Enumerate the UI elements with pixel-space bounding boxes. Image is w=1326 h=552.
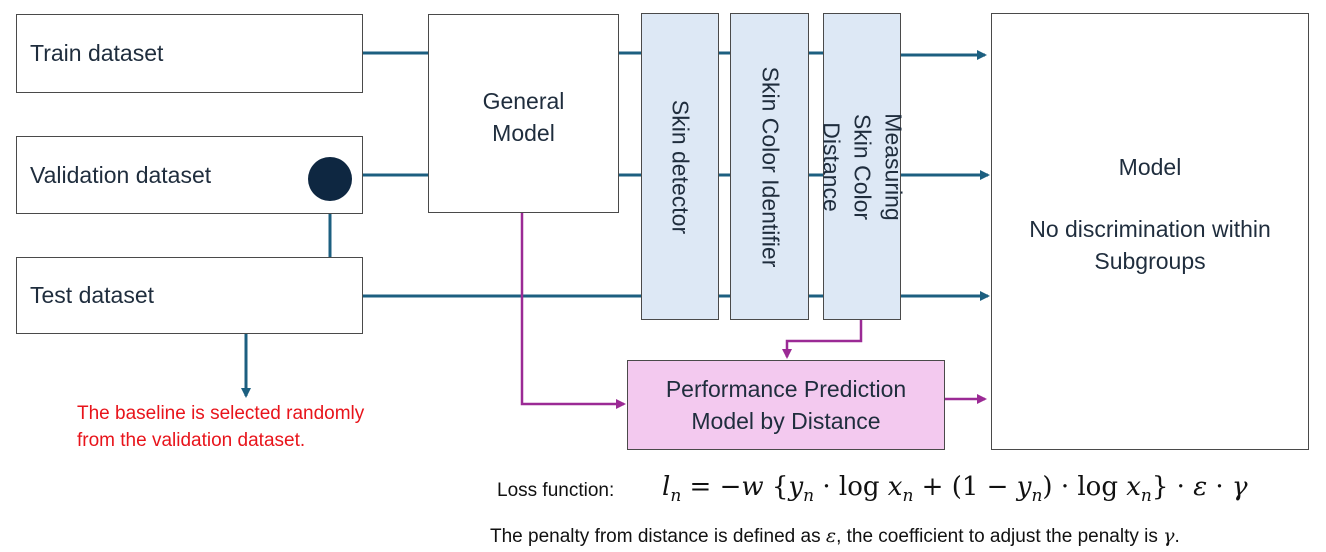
test-dataset-box[interactable]: Test dataset xyxy=(16,257,363,334)
skin-detector-box[interactable]: Skin detector xyxy=(641,13,719,320)
final-model-subtitle: No discrimination within Subgroups xyxy=(1029,216,1271,274)
baseline-sample-dot xyxy=(308,157,352,201)
measuring-distance-label: Measuring Skin Color Distance xyxy=(818,112,907,221)
train-dataset-label: Train dataset xyxy=(30,40,164,66)
performance-prediction-box[interactable]: Performance Prediction Model by Distance xyxy=(627,360,945,450)
penalty-middle: , the coefficient to adjust the penalty … xyxy=(836,526,1164,547)
epsilon-symbol: ε xyxy=(825,525,837,547)
skin-color-identifier-label: Skin Color Identifier xyxy=(757,66,783,267)
final-model-title: Model xyxy=(1118,154,1182,180)
loss-formula: ln = −w {yn · log xn + (1 − yn) · log xn… xyxy=(662,472,1248,507)
measuring-distance-box[interactable]: Measuring Skin Color Distance xyxy=(819,13,907,320)
penalty-end: . xyxy=(1174,526,1180,547)
final-model-box[interactable]: Model No discrimination within Subgroups xyxy=(991,13,1309,450)
baseline-note: The baseline is selected randomly from t… xyxy=(77,403,365,451)
train-dataset-box[interactable]: Train dataset xyxy=(16,14,363,93)
validation-dataset-label: Validation dataset xyxy=(30,161,212,188)
gamma-symbol: γ xyxy=(1163,525,1175,547)
penalty-description: The penalty from distance is defined as … xyxy=(490,525,1180,548)
loss-function-label: Loss function: xyxy=(497,480,615,501)
skin-color-identifier-box[interactable]: Skin Color Identifier xyxy=(730,13,809,320)
general-model-box[interactable]: General Model xyxy=(428,14,619,213)
skin-detector-label: Skin detector xyxy=(667,99,694,234)
validation-dataset-box[interactable]: Validation dataset xyxy=(16,136,363,214)
distance-to-perf-arrow xyxy=(782,319,863,359)
test-dataset-label: Test dataset xyxy=(30,282,155,308)
general-to-perf-arrow xyxy=(520,212,626,409)
penalty-prefix: The penalty from distance is defined as xyxy=(490,526,826,547)
performance-prediction-label: Performance Prediction Model by Distance xyxy=(665,376,907,434)
general-model-label: General Model xyxy=(482,88,565,146)
